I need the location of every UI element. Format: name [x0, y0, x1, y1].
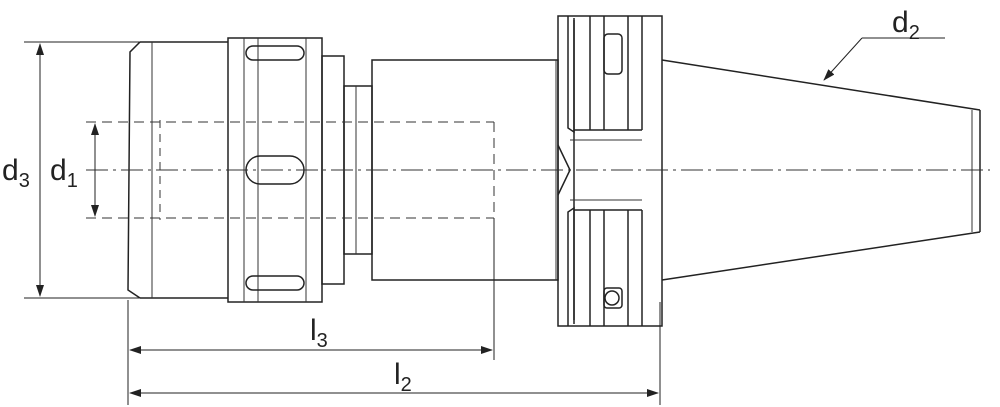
label-l2: l2: [394, 358, 412, 396]
dimension-d1: d1: [50, 123, 99, 217]
dimension-d3: d3: [2, 43, 44, 297]
dimension-d2: d2: [823, 6, 945, 81]
extension-lines: [24, 41, 661, 405]
label-d2: d2: [892, 6, 920, 44]
label-l3: l3: [310, 314, 328, 352]
label-d3: d3: [2, 154, 30, 192]
flange: [557, 15, 663, 327]
taper-shank: [661, 59, 981, 281]
dimension-l3: l3: [129, 314, 493, 354]
label-d1: d1: [50, 154, 78, 192]
hidden-bore-lines: [86, 121, 495, 219]
dimension-l2: l2: [129, 358, 659, 397]
